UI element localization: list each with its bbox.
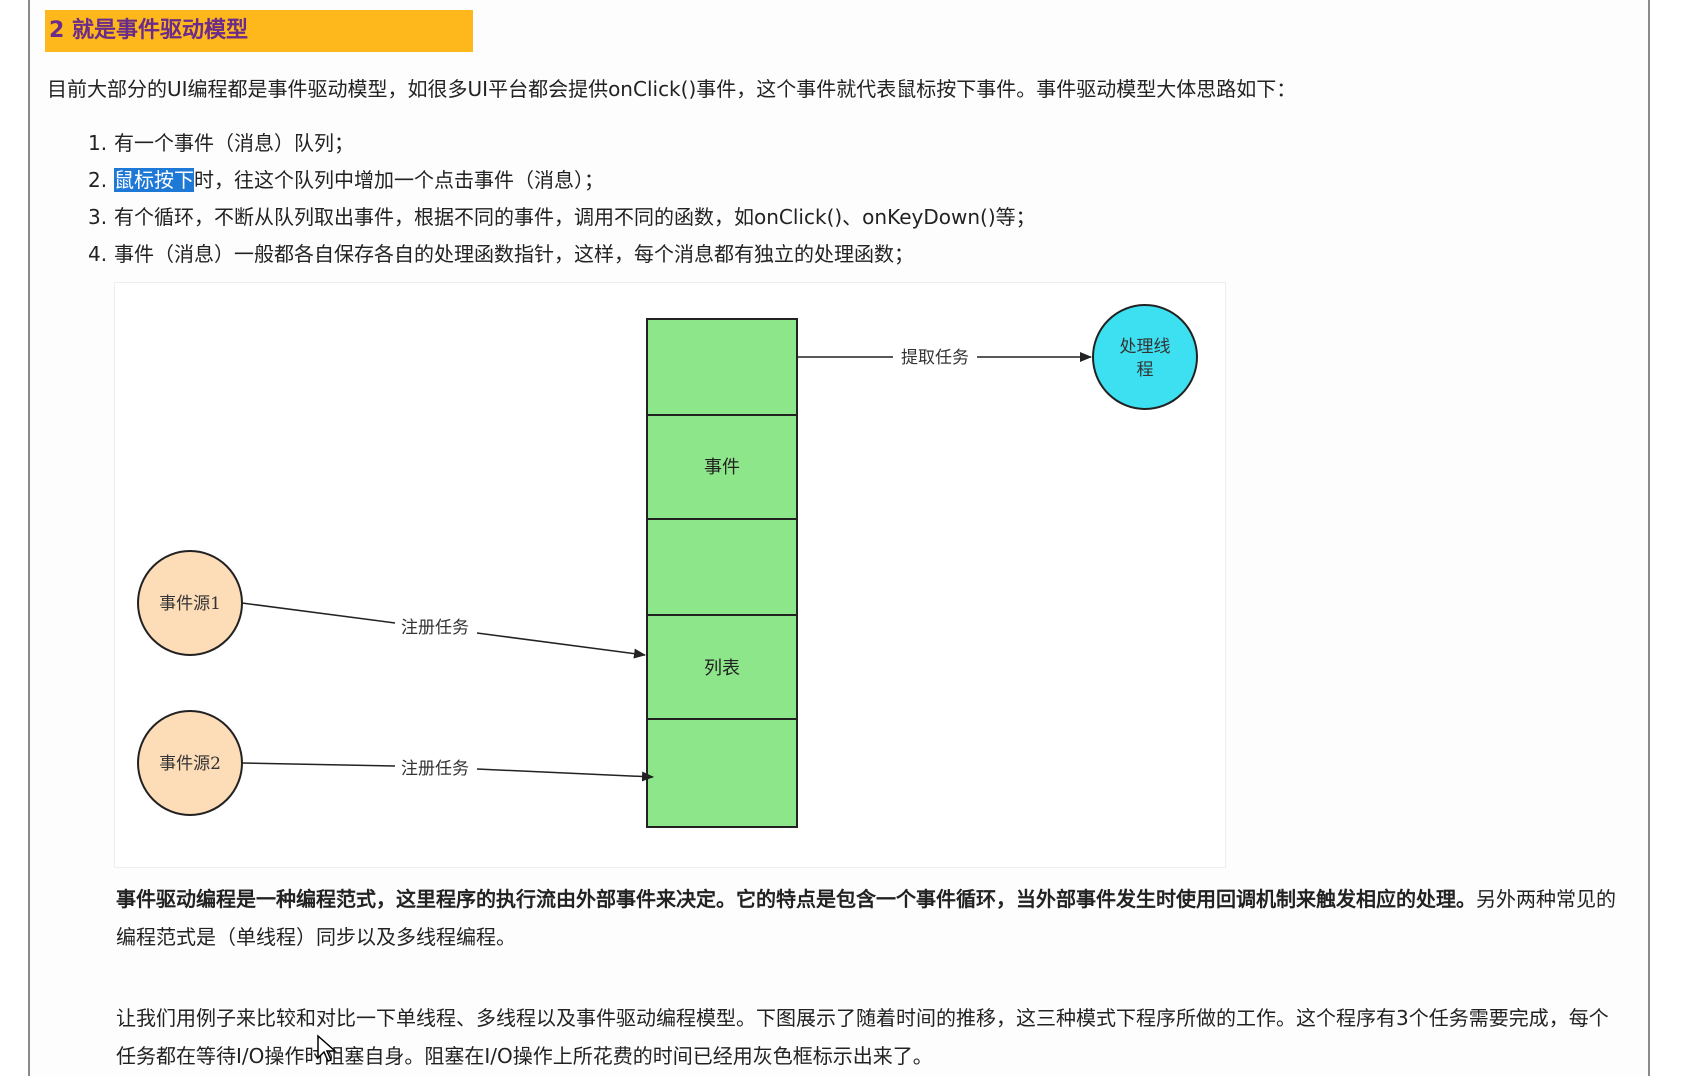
edge-register-2: 注册任务 bbox=[241, 759, 654, 782]
list-item: 4.事件（消息）一般都各自保存各自的处理函数指针，这样，每个消息都有独立的处理函… bbox=[88, 237, 914, 271]
list-item: 2.鼠标按下时，往这个队列中增加一个点击事件（消息）； bbox=[88, 163, 604, 197]
event-source-1-node: 事件源1 bbox=[137, 550, 243, 656]
source2-label: 事件源2 bbox=[159, 754, 221, 774]
event-driven-diagram: 事件 列表 处理线 程 事件源1 事件源2 提取任务 注册任务 bbox=[114, 282, 1226, 868]
queue-cell bbox=[646, 414, 798, 520]
handler-label-line2: 程 bbox=[1137, 360, 1154, 380]
list-item: 1.有一个事件（消息）队列； bbox=[88, 126, 354, 160]
queue-cell bbox=[646, 614, 798, 720]
definition-rest-text: 另外两种常见的编程范式是（单线程）同步以及多线程编程。 bbox=[116, 887, 1616, 949]
definition-paragraph: 事件驱动编程是一种编程范式，这里程序的执行流由外部事件来决定。它的特点是包含一个… bbox=[116, 880, 1626, 956]
comparison-paragraph: 让我们用例子来比较和对比一下单线程、多线程以及事件驱动编程模型。下图展示了随着时… bbox=[116, 1006, 1609, 1068]
selected-text[interactable]: 鼠标按下 bbox=[114, 168, 194, 192]
edge-fetch-label: 提取任务 bbox=[901, 348, 969, 368]
queue-label-event: 事件 bbox=[704, 457, 740, 478]
list-number: 4. bbox=[88, 242, 108, 266]
edge-register1-label: 注册任务 bbox=[401, 618, 469, 638]
list-text: 有一个事件（消息）队列； bbox=[114, 131, 354, 155]
intro-paragraph: 目前大部分的UI编程都是事件驱动模型，如很多UI平台都会提供onClick()事… bbox=[47, 77, 1297, 101]
list-item: 3.有个循环，不断从队列取出事件，根据不同的事件，调用不同的函数，如onClic… bbox=[88, 200, 1036, 234]
list-text: 时，往这个队列中增加一个点击事件（消息）； bbox=[194, 168, 604, 192]
definition-bold-text: 事件驱动编程是一种编程范式，这里程序的执行流由外部事件来决定。它的特点是包含一个… bbox=[116, 887, 1476, 911]
list-text: 有个循环，不断从队列取出事件，根据不同的事件，调用不同的函数，如onClick(… bbox=[114, 205, 1036, 229]
diagram-svg: 事件 列表 处理线 程 事件源1 事件源2 提取任务 注册任务 bbox=[137, 304, 1198, 828]
list-text: 事件（消息）一般都各自保存各自的处理函数指针，这样，每个消息都有独立的处理函数； bbox=[114, 242, 914, 266]
list-number: 3. bbox=[88, 205, 108, 229]
handler-label-line1: 处理线 bbox=[1120, 337, 1171, 357]
queue-cell bbox=[646, 318, 798, 416]
list-number: 1. bbox=[88, 131, 108, 155]
mouse-cursor-icon bbox=[317, 1034, 337, 1062]
source1-label: 事件源1 bbox=[159, 594, 221, 614]
queue-cell bbox=[646, 718, 798, 828]
event-source-2-node: 事件源2 bbox=[137, 710, 243, 816]
edge-register-1: 注册任务 bbox=[241, 602, 646, 659]
edge-register2-label: 注册任务 bbox=[401, 759, 469, 779]
queue-cell bbox=[646, 518, 798, 616]
event-queue: 事件 列表 bbox=[646, 318, 798, 828]
edge-fetch-task: 提取任务 bbox=[797, 348, 1092, 368]
handler-thread-node: 处理线 程 bbox=[1092, 304, 1198, 410]
queue-label-list: 列表 bbox=[704, 658, 740, 679]
section-heading: 2 就是事件驱动模型 bbox=[45, 10, 473, 52]
list-number: 2. bbox=[88, 168, 108, 192]
